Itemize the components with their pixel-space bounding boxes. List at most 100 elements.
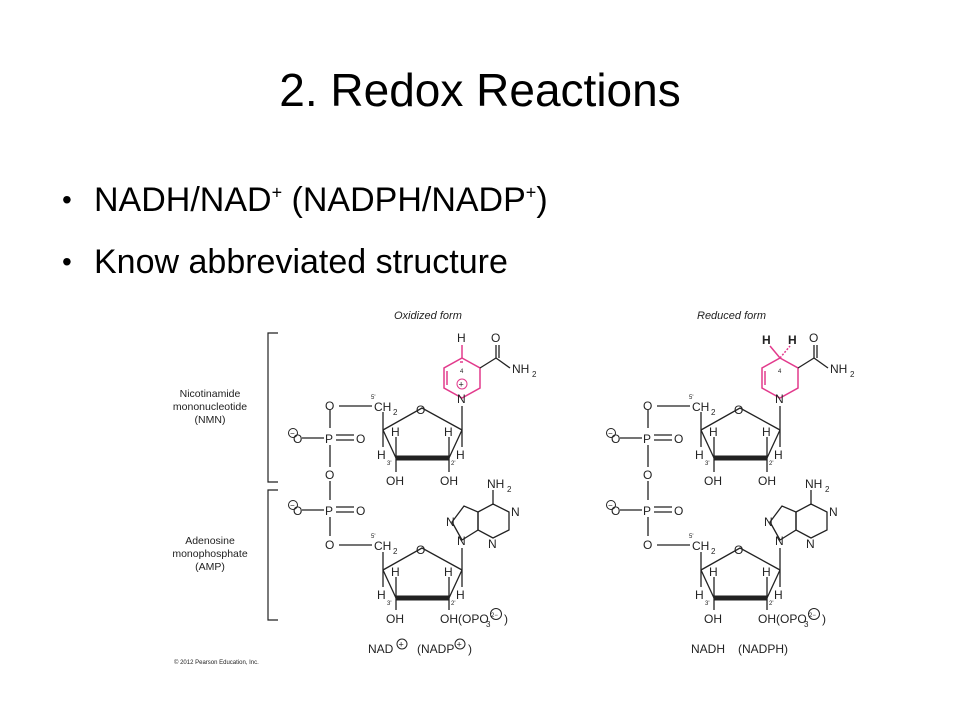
ribose-2-h-a: H [695, 588, 704, 602]
phosphate-2-oxygen: O [356, 504, 365, 518]
ribose-1-h-d: H [444, 425, 453, 439]
nadp-plus-sign: + [457, 640, 462, 650]
c4-number: 4 [460, 369, 464, 375]
ribose-1-ch2: CH [374, 400, 391, 414]
negative-charge-sign-2: − [290, 501, 295, 510]
adenine-n7: N [764, 515, 773, 529]
amide-nh: NH [830, 362, 847, 376]
negative-charge-sign-2: − [608, 501, 613, 510]
ribose-2-oxygen: O [416, 543, 425, 557]
amide-nh: NH [512, 362, 529, 376]
phosphate-1-oxygen: O [674, 432, 683, 446]
ribose-2-ch2: CH [374, 539, 391, 553]
adenine-nh-sub: 2 [507, 485, 512, 494]
ribose-2-ring-left [700, 569, 715, 599]
ribose-1-c5: 5' [689, 395, 693, 401]
phosphate-1-o-minus: O [611, 432, 620, 446]
ribose-1-oxidized [382, 406, 463, 472]
ribose-2-c5: 5' [689, 534, 693, 540]
adenine-nh: NH [487, 477, 504, 491]
ribose-2-opo3-sub: 3 [486, 620, 491, 629]
amide-bond [479, 357, 497, 369]
ester-oxygen-1: O [325, 399, 334, 413]
ribose-2-close-paren: ) [504, 612, 508, 626]
imidazole-ring [451, 505, 479, 541]
ribose-2-ring-right [448, 569, 463, 599]
ribose-2-c3: 3' [387, 601, 391, 607]
c4-h-bond-b [779, 345, 791, 359]
ribose-2-h-c: H [391, 565, 400, 579]
adenine-ring-reduced [769, 490, 828, 541]
ribose-1-h-d: H [762, 425, 771, 439]
ribose-2-ring-right [766, 569, 781, 599]
bullet-text-3: ) [536, 181, 548, 219]
pyrimidine-ring [477, 503, 510, 539]
ribose-2-h-d: H [444, 565, 453, 579]
phosphate-1-o-minus: O [293, 432, 302, 446]
ribose-1-oh-3: OH [386, 474, 404, 488]
ribose-ring-right [766, 429, 781, 459]
ribose-2-ch2-sub: 2 [393, 547, 398, 556]
diphosphate-bridge-reduced [620, 405, 690, 546]
nmn-label-line2: mononucleotide [173, 401, 247, 413]
nadh-caption: NADH [691, 642, 725, 656]
copyright-text: © 2012 Pearson Education, Inc. [174, 659, 259, 666]
ribose-1-h-c: H [391, 425, 400, 439]
phosphorus-1: P [643, 432, 651, 446]
ribose-1-ch2-sub: 2 [393, 408, 398, 417]
nad-plus-icon [396, 638, 408, 650]
ribose-1-oh-2: OH [440, 474, 458, 488]
amp-bracket: Adenosine monophosphate (AMP) [172, 489, 278, 621]
ribose-2-ring-left [382, 569, 397, 599]
ribose-2-c2: 2' [769, 601, 773, 607]
amide-n-bond [495, 357, 511, 369]
amp-label-line3: (AMP) [195, 561, 225, 573]
ribose-1-h-a: H [377, 448, 386, 462]
nad-plus-sign: + [399, 640, 404, 650]
ribose-1-c2: 2' [769, 461, 773, 467]
adenine-n9: N [775, 534, 784, 548]
bullet-dot-icon: • [62, 246, 72, 277]
adenine-nh: NH [805, 477, 822, 491]
imidazole-ring [769, 505, 797, 541]
diphosphate-bridge-oxidized [302, 405, 372, 546]
negative-charge-sign: − [290, 429, 295, 438]
ribose-1-c3: 3' [705, 461, 709, 467]
adenine-n3: N [488, 537, 497, 551]
ribose-1-oxygen: O [416, 403, 425, 417]
phosphate-2-o-minus: O [293, 504, 302, 518]
carbonyl-oxygen: O [491, 331, 500, 345]
ribose-ring-left [700, 429, 715, 459]
ribose-2-oxygen: O [734, 543, 743, 557]
ribose-2-h-b: H [456, 588, 465, 602]
ribose-1-h-a: H [695, 448, 704, 462]
amide-n-bond [813, 357, 829, 369]
ring-nitrogen: N [457, 392, 466, 406]
bridge-oxygen: O [643, 468, 652, 482]
negative-charge-icon-2 [606, 500, 616, 510]
dianion-charge-icon [490, 608, 502, 620]
ribose-2-oh-3: OH [386, 612, 404, 626]
amp-label-line2: monophosphate [172, 548, 247, 560]
ribose-2-c2: 2' [451, 601, 455, 607]
ribose-2-oxidized [382, 547, 463, 610]
adenine-nh-sub: 2 [825, 485, 830, 494]
phosphate-2-o-minus: O [611, 504, 620, 518]
bullet-structure: •Know abbreviated structure [62, 240, 508, 284]
ribose-2-h-b: H [774, 588, 783, 602]
amide-bond [797, 357, 815, 369]
bridge-oxygen: O [325, 468, 334, 482]
nadp-plus-icon [454, 638, 466, 650]
ribose-2-h-a: H [377, 588, 386, 602]
nmn-label-line3: (NMN) [195, 414, 226, 426]
ring-nitrogen: N [775, 392, 784, 406]
ribose-1-oh-3: OH [704, 474, 722, 488]
amide-subscript: 2 [532, 370, 537, 379]
ribose-2-opo3: OH(OPO [758, 612, 807, 626]
carbonyl-oxygen: O [809, 331, 818, 345]
ribose-1-ch2: CH [692, 400, 709, 414]
ribose-ring-right [448, 429, 463, 459]
adenine-n3: N [806, 537, 815, 551]
phosphate-1-oxygen: O [356, 432, 365, 446]
